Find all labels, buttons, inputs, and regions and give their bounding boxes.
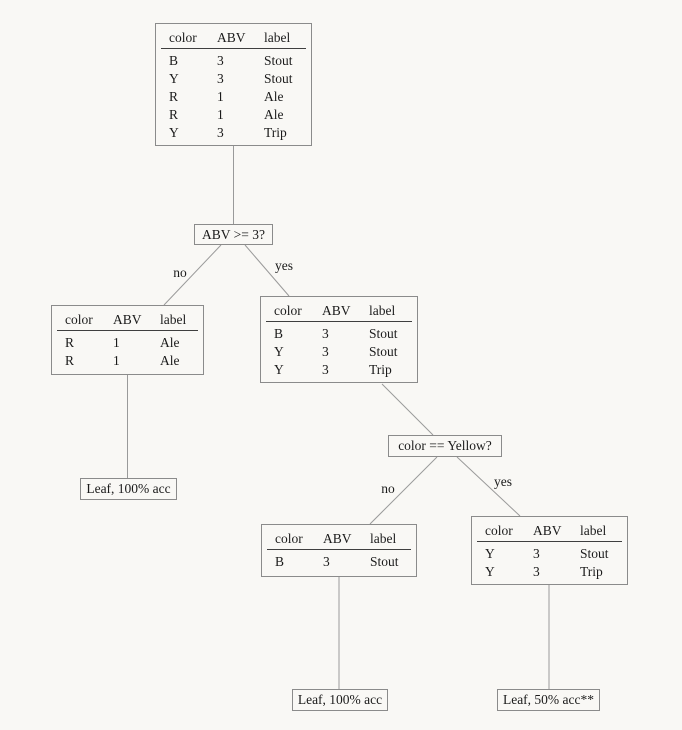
col-header-label: label	[370, 531, 397, 546]
table-header: color ABV label	[261, 302, 417, 320]
yellow-yes-data-table: color ABV label Y 3 Stout Y 3 Trip	[471, 516, 628, 585]
yellow-no-data-table: color ABV label B 3 Stout	[261, 524, 417, 577]
header-rule	[266, 321, 412, 322]
header-rule	[477, 541, 622, 542]
root-data-table: color ABV label B 3 Stout Y 3 Stout R 1 …	[155, 23, 312, 146]
table-row: B 3 Stout	[275, 554, 399, 569]
branch-label-yes-1: yes	[275, 258, 293, 273]
table-row: R 1 Ale	[65, 353, 180, 368]
table-header: color ABV label	[472, 522, 627, 540]
col-header-abv: ABV	[217, 30, 246, 45]
table-header: color ABV label	[156, 29, 311, 47]
branch-label-yes-2: yes	[494, 474, 512, 489]
table-row: R 1 Ale	[65, 335, 180, 350]
abv-yes-data-table: color ABV label B 3 Stout Y 3 Stout Y 3 …	[260, 296, 418, 383]
col-header-label: label	[369, 303, 396, 318]
table-row: Y 3 Stout	[169, 71, 293, 86]
col-header-abv: ABV	[113, 312, 142, 327]
edge-abvyes-to-split2	[381, 383, 434, 436]
table-row: Y 3 Trip	[485, 564, 603, 579]
col-header-color: color	[485, 523, 513, 538]
leaf-node-yellow-yes: Leaf, 50% acc**	[497, 689, 600, 711]
col-header-color: color	[275, 531, 303, 546]
table-header: color ABV label	[262, 530, 416, 548]
branch-label-no-1: no	[173, 265, 187, 280]
col-header-abv: ABV	[323, 531, 352, 546]
table-header: color ABV label	[52, 311, 203, 329]
table-row: Y 3 Stout	[485, 546, 609, 561]
edge-split1-yes	[244, 244, 290, 297]
table-row: Y 3 Trip	[274, 362, 392, 377]
abv-no-data-table: color ABV label R 1 Ale R 1 Ale	[51, 305, 204, 375]
header-rule	[161, 48, 306, 49]
branch-label-no-2: no	[381, 481, 395, 496]
edge-split2-no	[369, 456, 438, 525]
leaf-node-yellow-no: Leaf, 100% acc	[292, 689, 388, 711]
col-header-color: color	[274, 303, 302, 318]
leaf-node-abv-no: Leaf, 100% acc	[80, 478, 177, 500]
table-row: R 1 Ale	[169, 89, 284, 104]
table-row: R 1 Ale	[169, 107, 284, 122]
table-row: B 3 Stout	[274, 326, 398, 341]
split-node-abv: ABV >= 3?	[194, 224, 273, 245]
col-header-abv: ABV	[322, 303, 351, 318]
edge-split1-no	[163, 244, 222, 306]
col-header-color: color	[65, 312, 93, 327]
edge-split2-yes	[456, 456, 521, 517]
split-node-color: color == Yellow?	[388, 435, 502, 457]
col-header-label: label	[580, 523, 607, 538]
table-row: Y 3 Trip	[169, 125, 287, 140]
header-rule	[57, 330, 198, 331]
table-row: Y 3 Stout	[274, 344, 398, 359]
col-header-abv: ABV	[533, 523, 562, 538]
header-rule	[267, 549, 411, 550]
table-row: B 3 Stout	[169, 53, 293, 68]
col-header-color: color	[169, 30, 197, 45]
col-header-label: label	[264, 30, 291, 45]
col-header-label: label	[160, 312, 187, 327]
